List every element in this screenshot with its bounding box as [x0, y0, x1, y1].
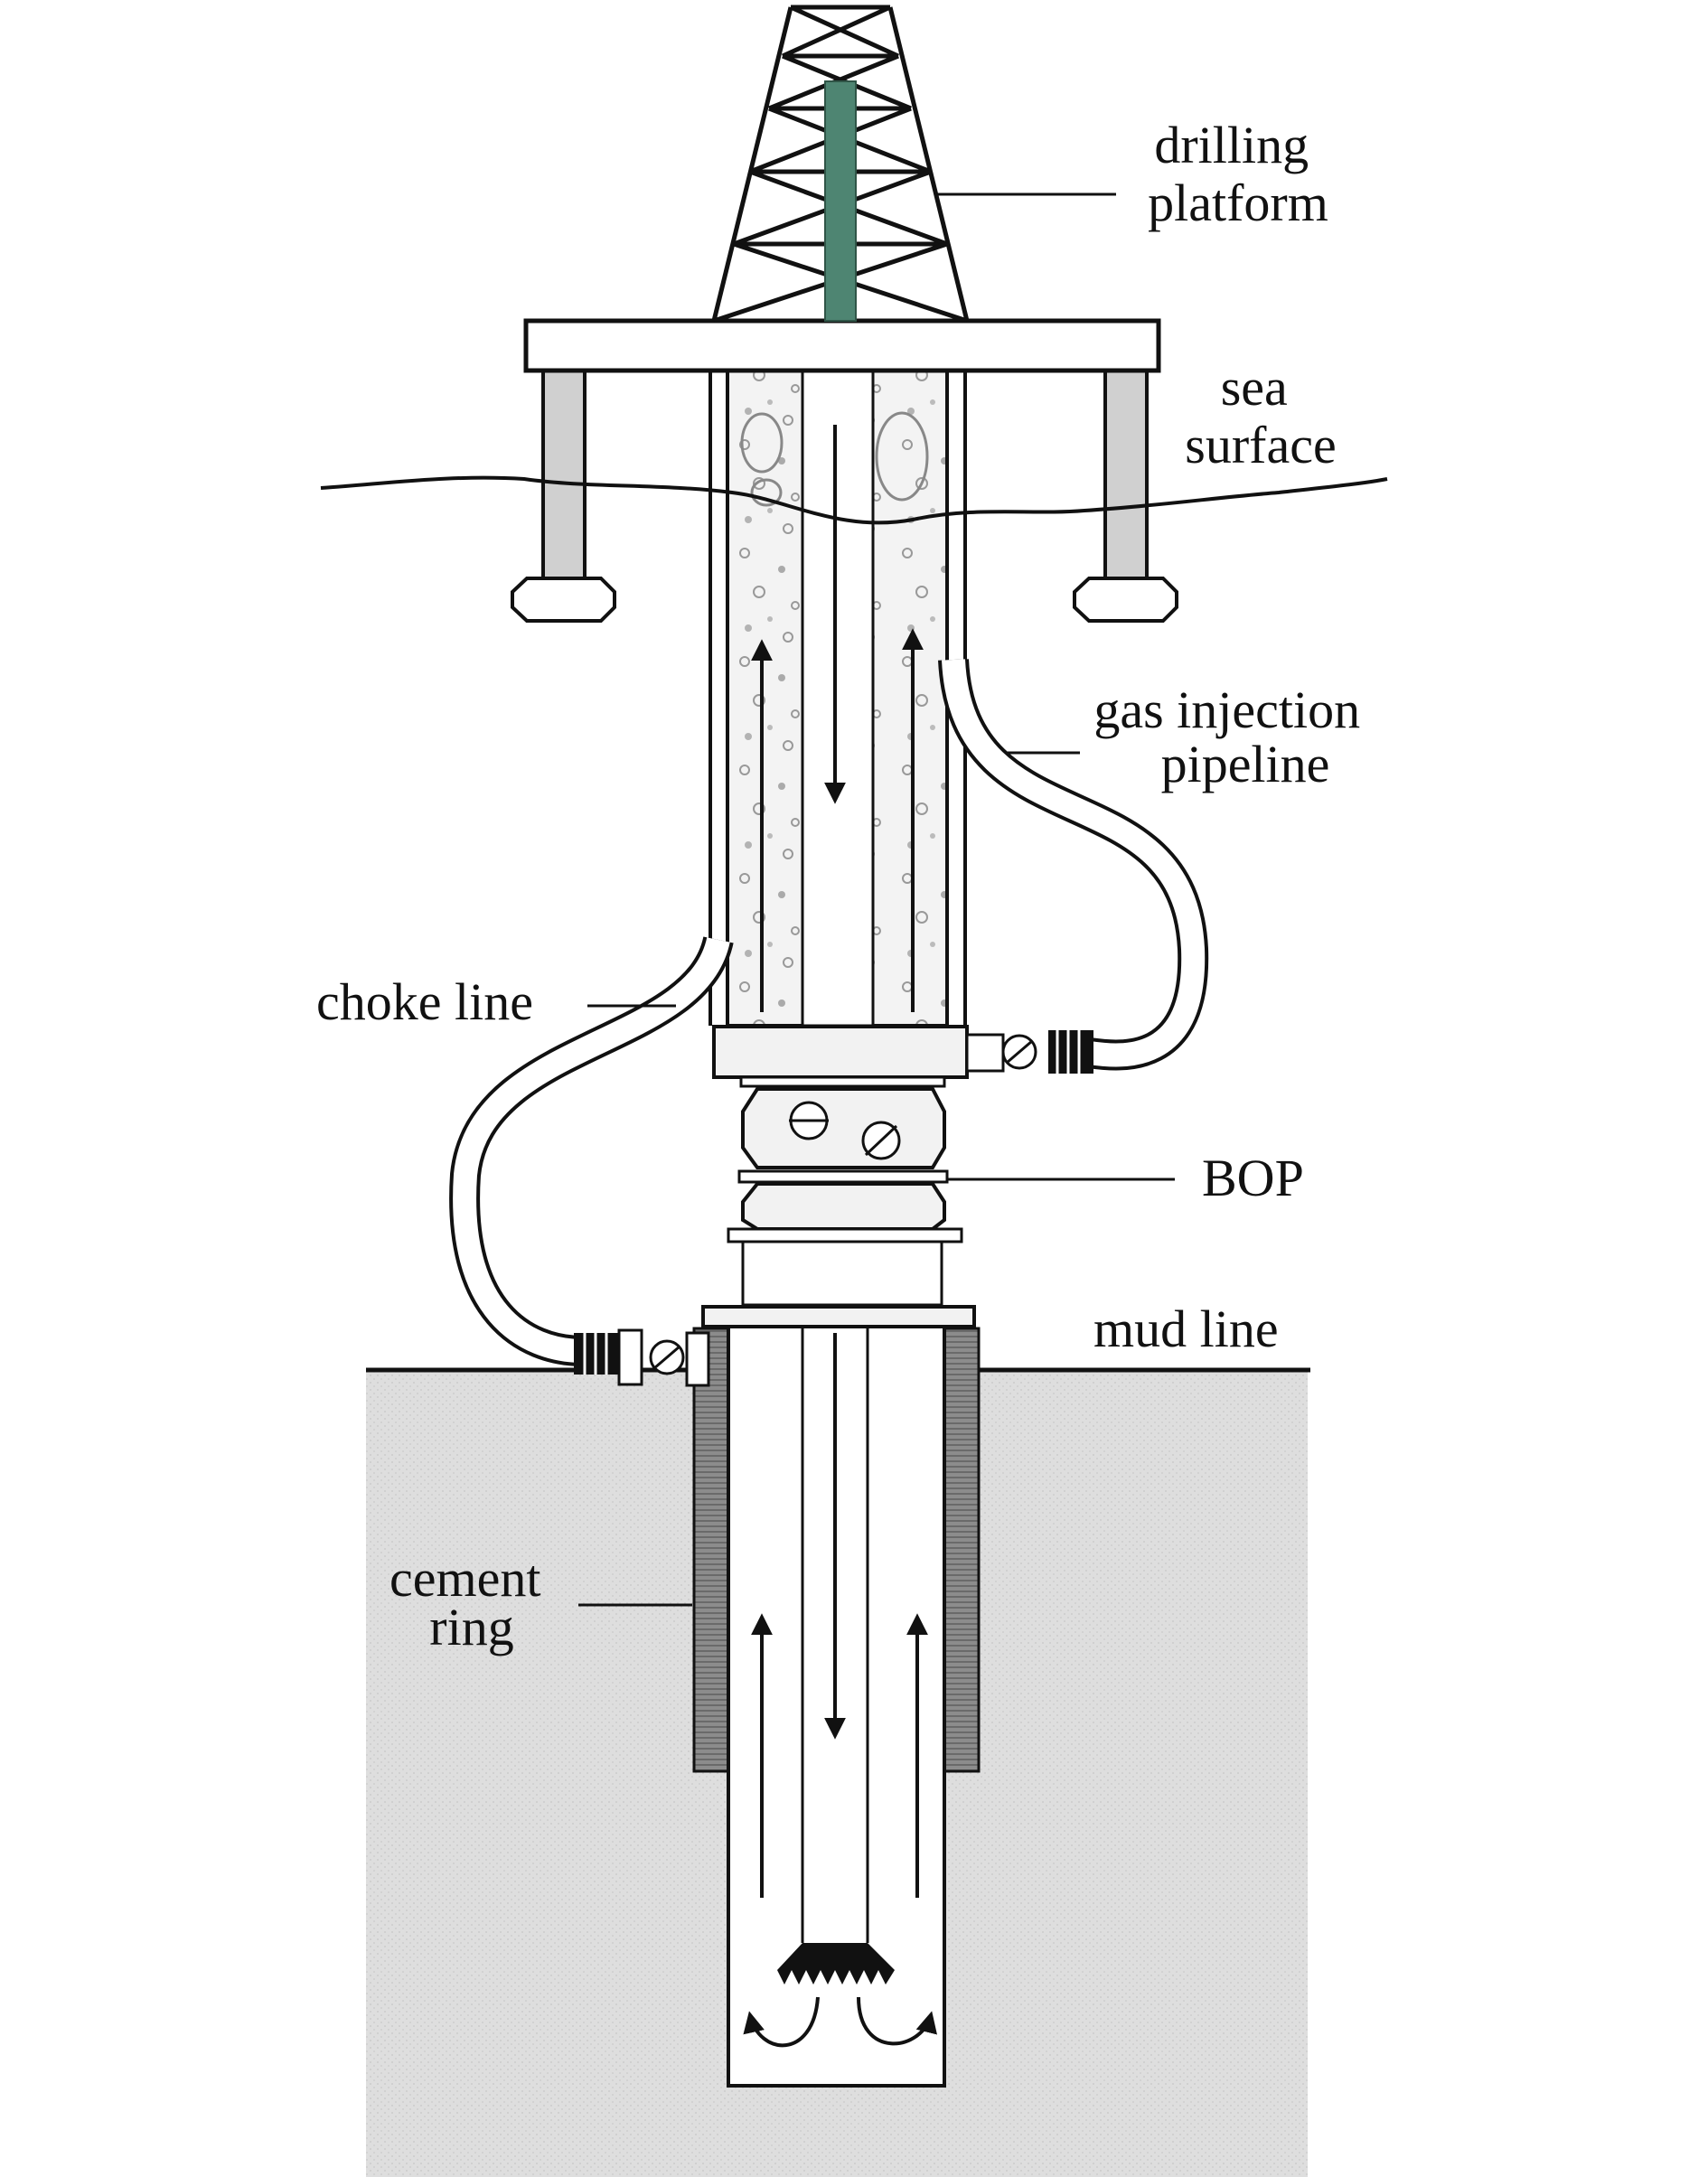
platform-leg-right	[1073, 369, 1178, 623]
return-flow-right	[857, 1996, 937, 2046]
bop-stack	[701, 1025, 976, 1328]
platform-deck	[523, 318, 1161, 373]
label-gas-injection-pipeline: gas injection pipeline	[1093, 680, 1373, 793]
label-sea-surface: sea surface	[1185, 358, 1336, 474]
riser	[709, 369, 967, 1028]
sea-surface-line	[320, 475, 1388, 525]
label-bop: BOP	[1202, 1149, 1304, 1207]
label-choke-line: choke line	[316, 972, 533, 1031]
drill-string-kelly	[824, 80, 857, 322]
label-cement-ring: cement ring	[389, 1549, 554, 1656]
cement-ring-left	[692, 1327, 730, 1773]
drill-bit	[777, 1943, 895, 1985]
gas-injection-valve	[965, 1030, 1093, 1074]
return-flow-left	[743, 1996, 820, 2048]
cement-ring-right	[943, 1327, 981, 1773]
choke-valve	[574, 1328, 710, 1387]
platform-leg-left	[511, 369, 616, 623]
label-drilling-platform: drilling platform	[1148, 116, 1328, 232]
label-mud-line: mud line	[1093, 1300, 1279, 1358]
